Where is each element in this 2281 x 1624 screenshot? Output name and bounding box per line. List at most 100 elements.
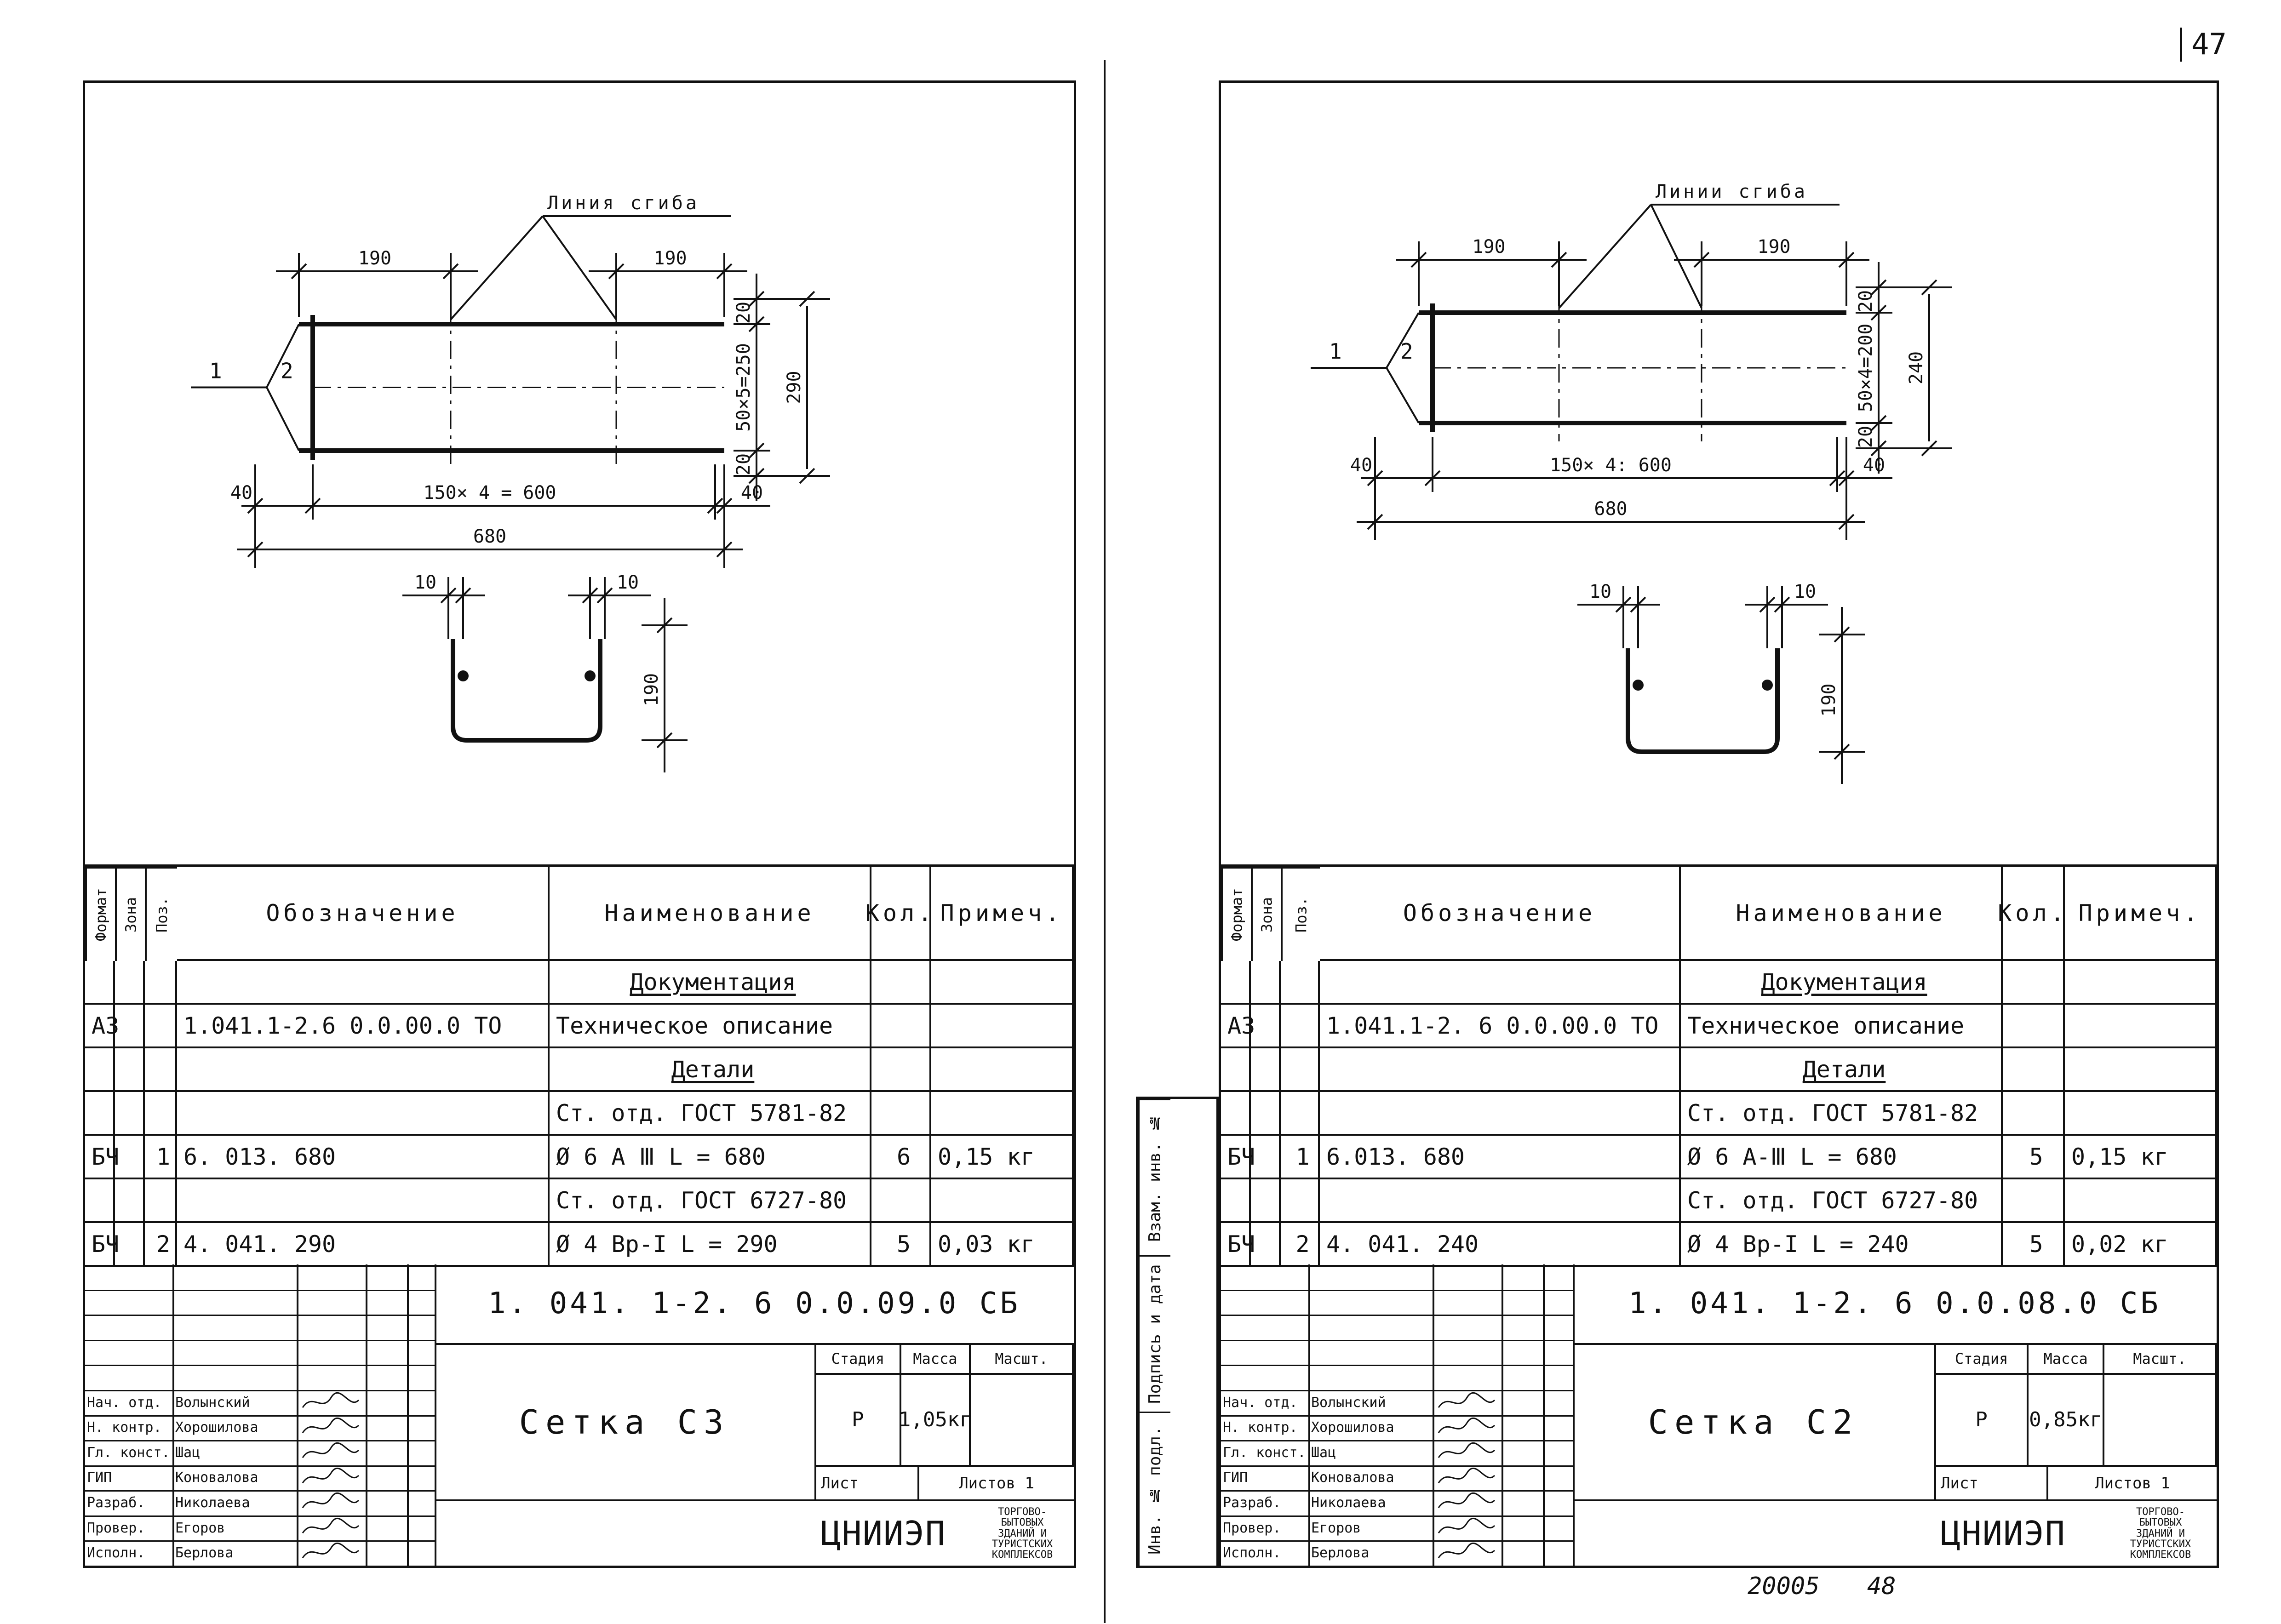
grid-line <box>1502 1264 1503 1566</box>
spec-cell-designation: 4. 041. 290 <box>177 1223 550 1267</box>
pos-2-label: 2 <box>281 359 293 383</box>
spec-cell-qty: 5 <box>871 1223 931 1267</box>
stage-value: Р <box>1936 1374 2029 1467</box>
mass-label: Масса <box>2029 1344 2104 1375</box>
grid-line <box>1221 1415 1573 1417</box>
spec-cell-note <box>931 1048 1074 1092</box>
spec-header-qty: Кол. <box>865 867 932 961</box>
spec-cell-designation <box>1320 1179 1681 1223</box>
dim-mid-span: 50×4=200 <box>1855 324 1876 412</box>
signature-role: ГИП <box>1223 1470 1248 1486</box>
dim-offset-left: 40 <box>230 482 252 503</box>
org-name-line: КОМПЛЕКСОВ <box>2130 1549 2191 1561</box>
signature-scribble <box>1438 1467 1496 1483</box>
spec-cell-name: Ст. отд. ГОСТ 5781-82 <box>550 1092 871 1136</box>
spec-cell-format: БЧ <box>1221 1223 1255 1267</box>
spec-cell-note <box>2065 1092 2217 1136</box>
dim-u-height: 190 <box>1818 683 1840 716</box>
spec-cell-pos <box>145 961 177 1005</box>
spec-cell-pos <box>1281 1179 1320 1223</box>
org-logo: ЦНИИЭП <box>821 1514 946 1553</box>
spec-header-pos: Поз. <box>145 867 177 961</box>
dim-end-left: 190 <box>358 248 391 269</box>
spec-cell-format: БЧ <box>85 1136 119 1179</box>
spec-cell-pos: 2 <box>1281 1223 1320 1267</box>
spec-cell-pos <box>145 1179 177 1223</box>
spec-row: Ст. отд. ГОСТ 5781-82 <box>1221 1092 2217 1136</box>
spec-cell-pos <box>145 1005 177 1048</box>
dim-mid-span: 50×5=250 <box>733 343 754 432</box>
org-name-line: БЫТОВЫХ <box>2139 1517 2182 1529</box>
dim-edge-bottom: 20 <box>733 453 754 475</box>
grid-line <box>1308 1264 1310 1566</box>
org-name-line: ЗДАНИЙ И <box>998 1527 1047 1539</box>
dim-edge-top: 20 <box>733 302 754 324</box>
spec-cell-name: Ст. отд. ГОСТ 5781-82 <box>1681 1092 2003 1136</box>
spec-header-zone: Зона <box>1251 867 1281 961</box>
spec-cell-note <box>931 1005 1074 1048</box>
spec-cell-pos <box>145 1092 177 1136</box>
spec-cell-pos: 2 <box>145 1223 177 1267</box>
signature-role: Н. контр. <box>87 1419 162 1436</box>
spec-header-format: Формат <box>85 867 115 961</box>
grid-line <box>1221 1390 1573 1391</box>
dim-edge-bottom: 20 <box>1855 426 1876 448</box>
spec-cell-note: 0,03 кг <box>931 1223 1074 1267</box>
spec-cell-zone <box>1251 1179 1281 1223</box>
org-logo: ЦНИИЭП <box>1941 1514 2066 1553</box>
spec-cell-name: Ст. отд. ГОСТ 6727-80 <box>1681 1179 2003 1223</box>
signature-scribble <box>302 1442 360 1458</box>
grid-line <box>85 1339 435 1341</box>
bend-line-label: Линии сгиба <box>1656 181 1808 202</box>
spec-cell-designation: 6.013. 680 <box>1320 1136 1681 1179</box>
grid-line <box>172 1264 174 1566</box>
footer-inventory: 20005 <box>1748 1573 1820 1600</box>
signature-name: Хорошилова <box>1311 1419 1394 1436</box>
spec-cell-qty <box>2003 1179 2065 1223</box>
spec-header-note: Примеч. <box>2065 867 2217 961</box>
dim-offset-left: 40 <box>1350 455 1372 476</box>
pos-1-label: 1 <box>209 359 222 383</box>
spec-cell-format <box>1221 961 1251 1005</box>
signature-scribble <box>302 1517 360 1533</box>
spec-cell-note <box>931 1179 1074 1223</box>
signature-role: Провер. <box>1223 1520 1281 1536</box>
dim-mid-bottom: 150× 4: 600 <box>1550 455 1672 476</box>
spec-cell-designation <box>1320 961 1681 1005</box>
spec-cell-format <box>85 1092 115 1136</box>
signature-scribble <box>1438 1492 1496 1509</box>
spec-row: Детали <box>1221 1048 2217 1092</box>
spec-cell-format: А3 <box>85 1005 119 1048</box>
signature-scribble <box>1438 1442 1496 1458</box>
signature-name: Берлова <box>1311 1545 1370 1561</box>
spec-cell-format: БЧ <box>1221 1136 1255 1179</box>
grid-line <box>85 1365 435 1367</box>
grid-line <box>1221 1339 1573 1341</box>
spec-cell-zone <box>115 961 145 1005</box>
dim-hook-left: 10 <box>414 572 436 593</box>
signature-role: Нач. отд. <box>87 1394 162 1411</box>
spec-row: Документация <box>1221 961 2217 1005</box>
signature-role: Гл. конст. <box>87 1444 170 1461</box>
signature-role: ГИП <box>87 1470 112 1486</box>
signature-name: Егоров <box>1311 1520 1361 1536</box>
dim-length-total: 680 <box>1594 498 1627 520</box>
org-name-line: ТОРГОВО- <box>998 1506 1047 1518</box>
grid-line <box>85 1490 435 1492</box>
dim-u-height: 190 <box>641 673 662 706</box>
org-name-line: ЗДАНИЙ И <box>2136 1527 2185 1539</box>
spec-cell-qty: 5 <box>2003 1136 2065 1179</box>
spec-cell-qty <box>2003 961 2065 1005</box>
spec-cell-qty <box>2003 1005 2065 1048</box>
grid-line <box>85 1465 435 1467</box>
spec-cell-zone <box>115 1179 145 1223</box>
spec-row: Ст. отд. ГОСТ 6727-80 <box>1221 1179 2217 1223</box>
org-name-line: ТОРГОВО- <box>2136 1506 2185 1518</box>
